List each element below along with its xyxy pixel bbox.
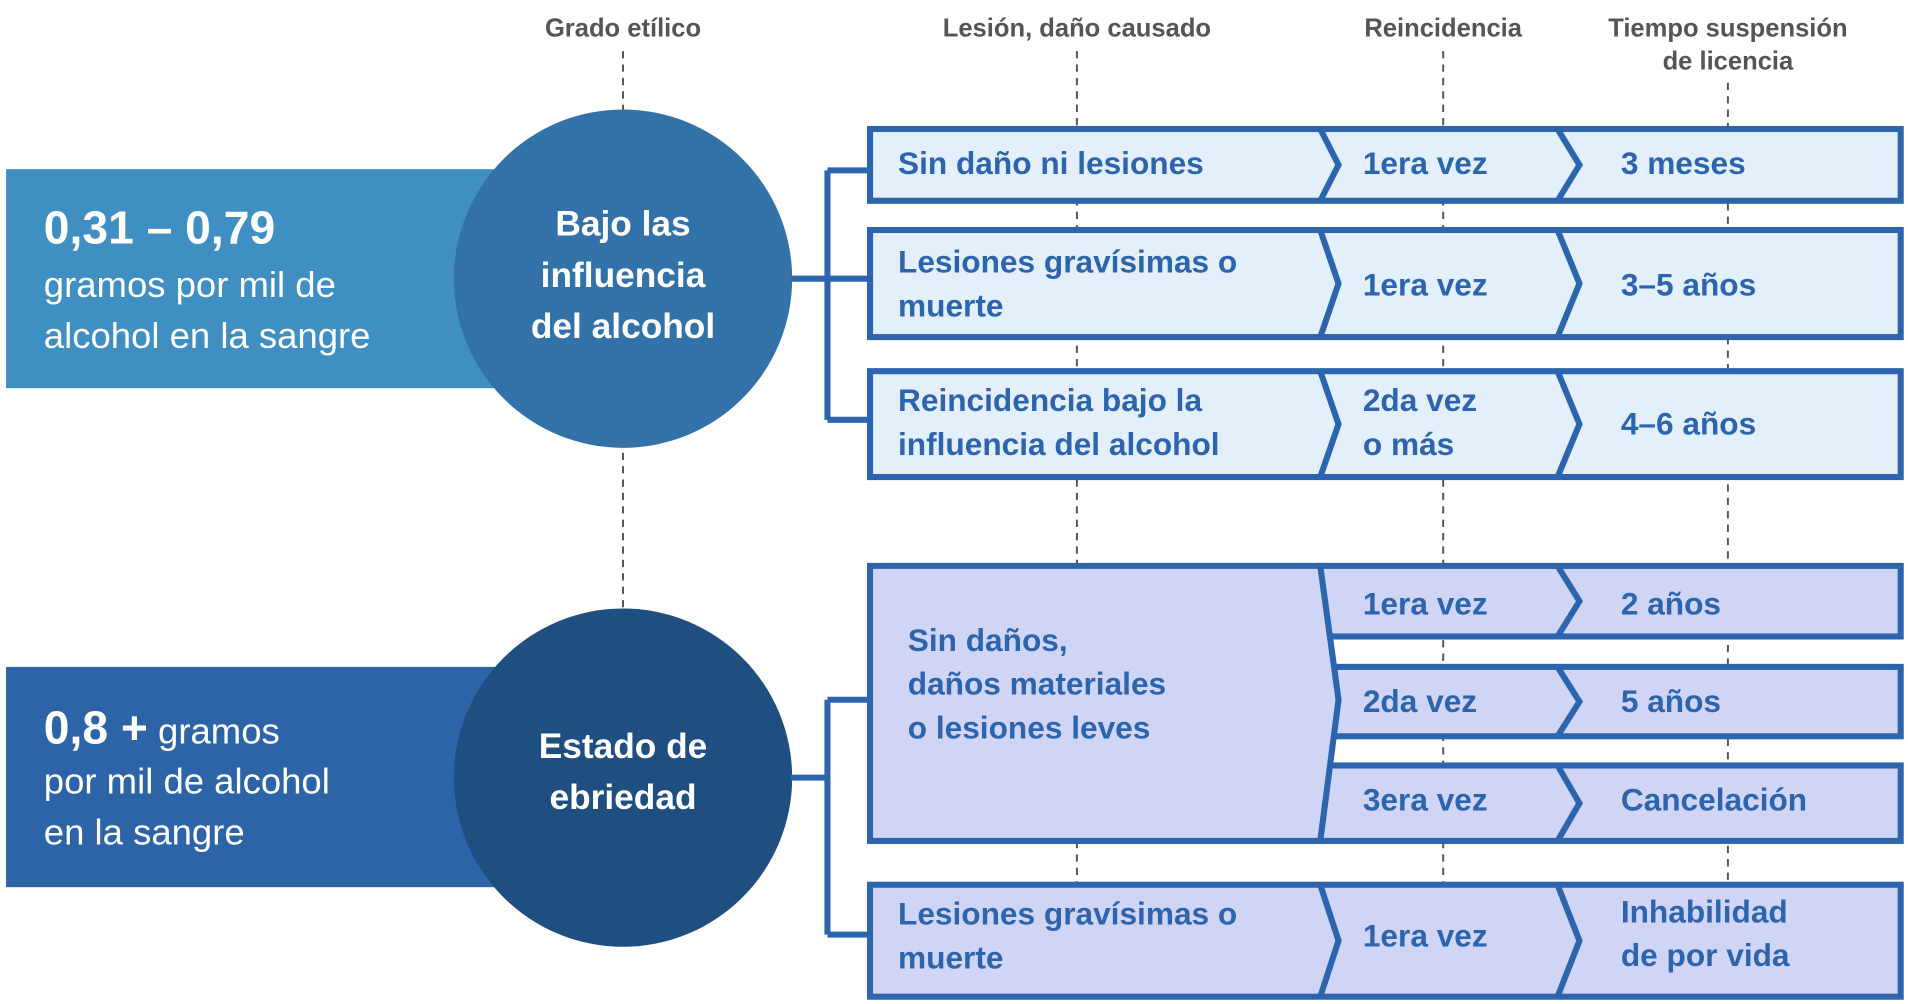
range-1-desc-2: alcohol en la sangre <box>44 315 371 356</box>
circle-1-line-3: del alcohol <box>531 307 715 346</box>
reincidencia-cell: 1era vez <box>1363 918 1488 954</box>
reincidencia-cell: 1era vez <box>1363 145 1488 181</box>
lesion-grouped-line: Sin daños, <box>908 622 1068 658</box>
block-sin-danos: Sin daños, daños materiales o lesiones l… <box>866 562 1904 844</box>
reincidencia-cell: o más <box>1363 426 1454 462</box>
connector-group-2 <box>790 696 871 938</box>
subrow-3 <box>1317 762 1904 844</box>
circle-2-line-2: ebriedad <box>549 778 696 817</box>
reincidencia-cell: 1era vez <box>1363 267 1488 303</box>
tiempo-cell: 3 meses <box>1621 145 1746 181</box>
lesion-cell: Sin daño ni lesiones <box>898 145 1204 181</box>
row-lesiones-gravisimas-1: Lesiones gravísimas o muerte 1era vez 3–… <box>866 226 1904 341</box>
row-lesiones-gravisimas-2: Lesiones gravísimas o muerte 1era vez In… <box>866 881 1904 1000</box>
range-2-desc-1: por mil de alcohol <box>44 760 330 801</box>
lesion-cell: influencia del alcohol <box>898 426 1220 462</box>
tiempo-cell: 5 años <box>1621 683 1721 719</box>
reincidencia-cell: 2da vez <box>1363 683 1477 719</box>
tiempo-cell: 4–6 años <box>1621 405 1756 441</box>
range-2-line: 0,8 + gramos <box>44 702 280 754</box>
range-box-1 <box>6 169 518 389</box>
tiempo-cell: 3–5 años <box>1621 267 1756 303</box>
range-1-desc-1: gramos por mil de <box>44 264 336 305</box>
reincidencia-cell: 3era vez <box>1363 781 1488 817</box>
lesion-grouped-cell <box>866 562 1342 844</box>
lesion-grouped-line: o lesiones leves <box>908 710 1151 746</box>
tiempo-cell: 2 años <box>1621 585 1721 621</box>
range-2-desc-0: gramos <box>148 711 280 752</box>
lesion-grouped-line: daños materiales <box>908 666 1166 702</box>
lesion-cell: muerte <box>898 940 1003 976</box>
header-tiempo-1: Tiempo suspensión <box>1608 15 1847 43</box>
header-lesion: Lesión, daño causado <box>943 15 1211 43</box>
circle-bajo-influencia <box>453 109 793 448</box>
reincidencia-cell: 1era vez <box>1363 585 1488 621</box>
range-1: 0,31 – 0,79 <box>44 201 275 253</box>
connector-group-1 <box>790 167 871 423</box>
circle-estado-ebriedad <box>453 608 793 947</box>
tiempo-cell: de por vida <box>1621 937 1790 973</box>
circle-1-line-2: influencia <box>541 256 706 295</box>
tiempo-cell: Cancelación <box>1621 781 1807 817</box>
header-grado: Grado etílico <box>545 15 701 43</box>
lesion-cell: Lesiones gravísimas o <box>898 896 1237 932</box>
lesion-cell: Reincidencia bajo la <box>898 382 1202 418</box>
tiempo-cell: Inhabilidad <box>1621 893 1788 929</box>
circle-2-line-1: Estado de <box>539 727 708 766</box>
row-sin-dano: Sin daño ni lesiones 1era vez 3 meses <box>866 125 1904 204</box>
circle-1-line-1: Bajo las <box>555 205 690 244</box>
row-reincidencia: Reincidencia bajo la influencia del alco… <box>866 368 1904 481</box>
lesion-cell: muerte <box>898 287 1003 323</box>
reincidencia-cell: 2da vez <box>1363 382 1477 418</box>
header-reincidencia: Reincidencia <box>1364 15 1522 43</box>
header-tiempo-2: de licencia <box>1663 47 1794 75</box>
lesion-cell: Lesiones gravísimas o <box>898 243 1237 279</box>
range-2: 0,8 + <box>44 702 148 754</box>
subrow-1 <box>1317 562 1904 640</box>
range-box-2 <box>6 666 518 888</box>
range-2-desc-2: en la sangre <box>44 812 245 853</box>
